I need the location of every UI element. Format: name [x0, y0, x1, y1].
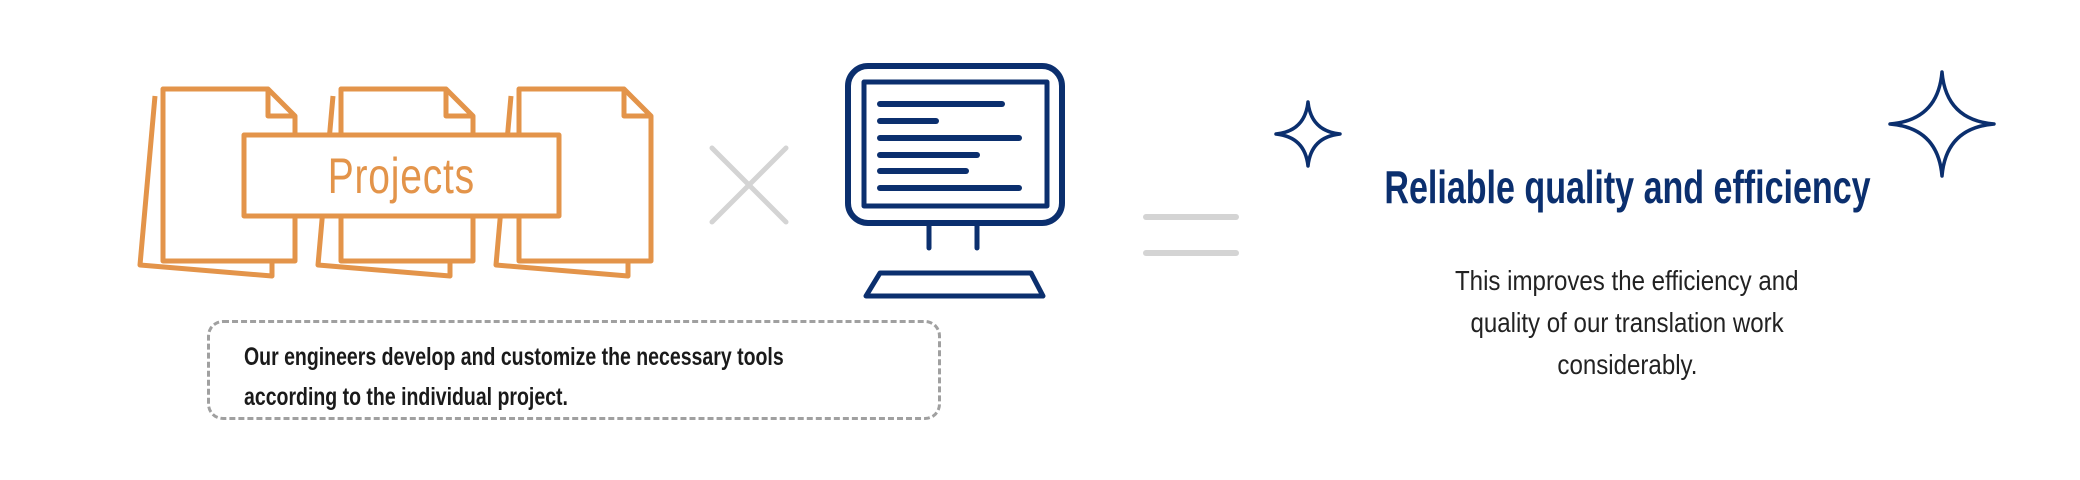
multiply-icon — [709, 145, 789, 225]
description-line: This improves the efficiency and — [1455, 265, 1799, 296]
projects-label: Projects — [244, 135, 559, 216]
computer-monitor-icon — [845, 63, 1065, 299]
sparkle-icon — [1274, 100, 1342, 168]
result-description: This improves the efficiency and quality… — [1327, 260, 1927, 386]
description-line: considerably. — [1556, 349, 1698, 380]
result-title-text: Reliable quality and efficiency — [1383, 161, 1871, 213]
note-line: according to the individual project. — [244, 383, 568, 411]
description-line: quality of our translation work — [1470, 307, 1784, 338]
projects-label-box — [241, 132, 562, 219]
result-title: Reliable quality and efficiency — [1227, 160, 2027, 214]
document-stack-icon — [137, 86, 654, 279]
sparkle-icon — [1888, 70, 1996, 178]
note-line: Our engineers develop and customize the … — [244, 343, 784, 371]
projects-label-text: Projects — [327, 147, 476, 204]
equals-icon — [1143, 214, 1239, 256]
note-box: Our engineers develop and customize the … — [207, 320, 941, 420]
